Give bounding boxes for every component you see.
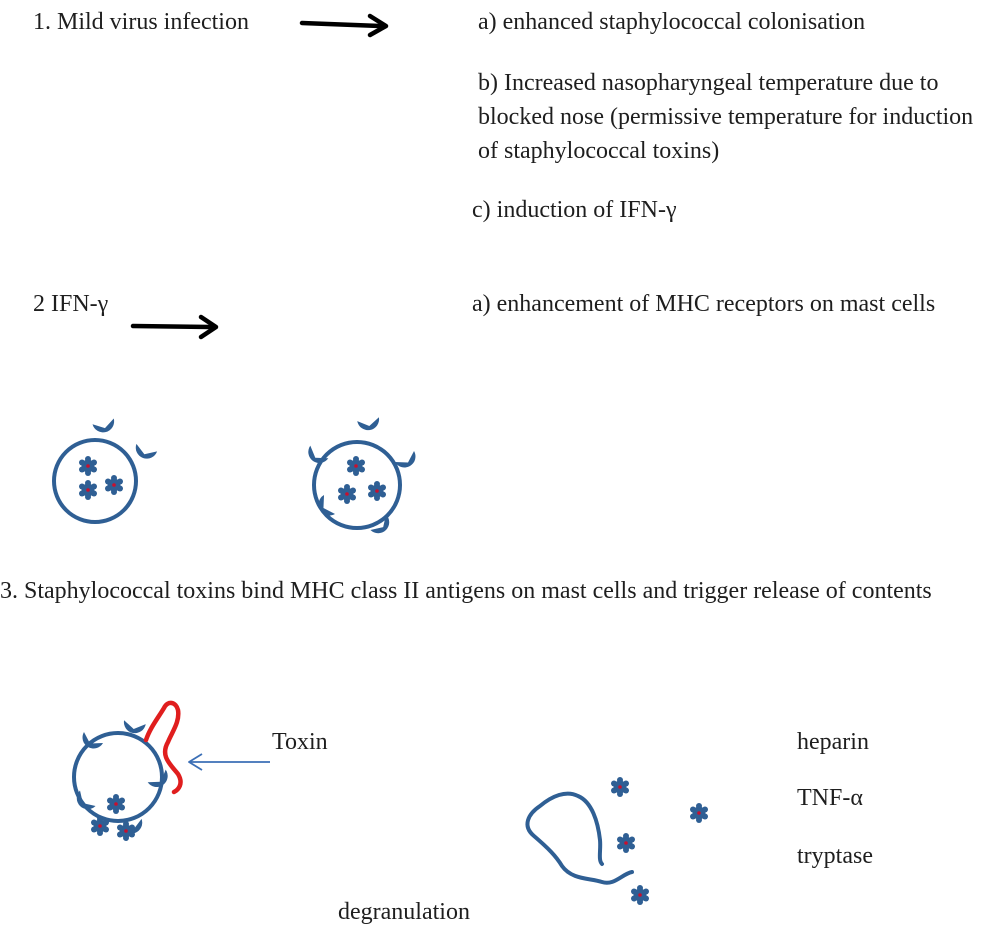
mhc-receptor bbox=[370, 514, 390, 534]
mast-cell-toxin-bound bbox=[72, 700, 183, 841]
granule bbox=[347, 456, 365, 476]
granule bbox=[105, 475, 123, 495]
mhc-receptor bbox=[357, 417, 380, 431]
granule bbox=[338, 484, 356, 504]
step2-effect-a: a) enhancement of MHC receptors on mast … bbox=[472, 291, 936, 317]
arrow-step2 bbox=[130, 314, 219, 340]
granule bbox=[79, 456, 97, 476]
step1-label: 1. Mild virus infection bbox=[33, 9, 249, 35]
degranulation-label: degranulation bbox=[338, 899, 470, 925]
released-granule bbox=[611, 777, 629, 797]
mhc-receptor bbox=[123, 720, 146, 734]
step1-effect-b: b) Increased nasopharyngeal temperature … bbox=[478, 70, 974, 164]
granule bbox=[79, 480, 97, 500]
mhc-receptor bbox=[147, 769, 168, 787]
mhc-receptor bbox=[318, 494, 336, 516]
granule bbox=[91, 816, 109, 836]
released-granule bbox=[631, 885, 649, 905]
degranulated-cell bbox=[525, 777, 708, 905]
granule bbox=[117, 821, 135, 841]
released-tnf-alpha: TNF-α bbox=[797, 785, 863, 811]
released-heparin: heparin bbox=[797, 729, 869, 755]
released-granule bbox=[690, 803, 708, 823]
ruptured-membrane bbox=[525, 791, 634, 885]
mhc-receptor bbox=[76, 790, 96, 810]
step3-label: 3. Staphylococcal toxins bind MHC class … bbox=[0, 578, 932, 604]
granule bbox=[107, 794, 125, 814]
toxin-pointer-arrow bbox=[188, 753, 270, 771]
step1-effect-a: a) enhanced staphylococcal colonisation bbox=[478, 9, 866, 35]
mhc-receptor bbox=[92, 418, 115, 433]
arrow-step1 bbox=[299, 13, 389, 38]
released-granule bbox=[617, 833, 635, 853]
mhc-receptor bbox=[394, 450, 416, 468]
mast-cell-enhanced-receptors bbox=[308, 417, 416, 534]
mast-cell-few-receptors bbox=[52, 418, 158, 524]
released-tryptase: tryptase bbox=[797, 843, 873, 869]
mhc-receptor bbox=[308, 445, 329, 463]
granule bbox=[368, 481, 386, 501]
mhc-receptor bbox=[82, 731, 104, 749]
step2-label: 2 IFN-γ bbox=[33, 291, 109, 317]
toxin-label: Toxin bbox=[272, 729, 328, 755]
mhc-receptor bbox=[135, 443, 158, 459]
step1-effect-c: c) induction of IFN-γ bbox=[472, 197, 677, 223]
toxin-strand bbox=[143, 700, 183, 795]
